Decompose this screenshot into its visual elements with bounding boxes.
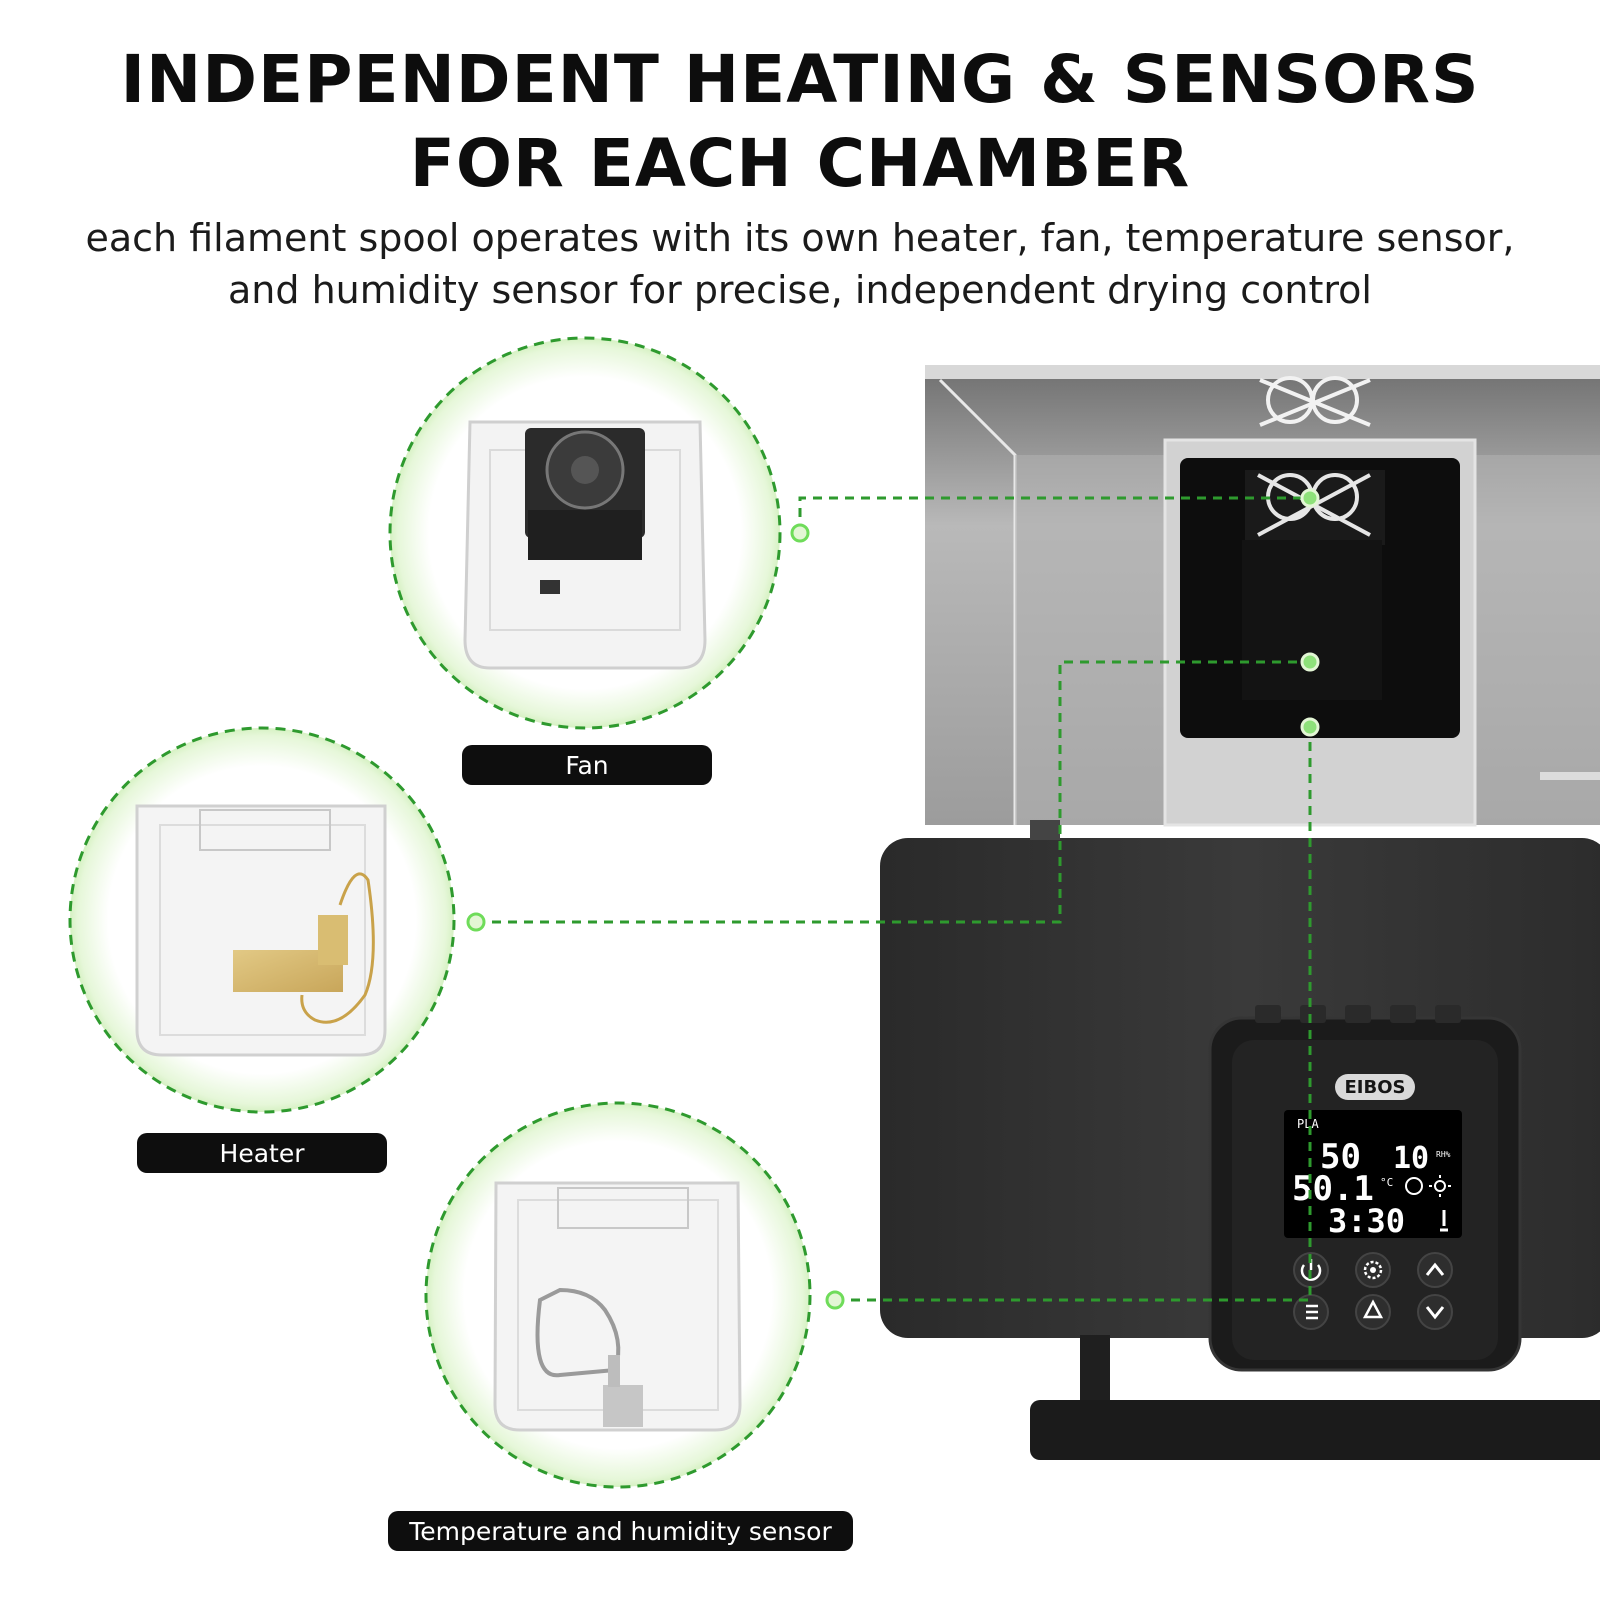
heater-callout [68,726,456,1114]
headline: INDEPENDENT HEATING & SENSORS FOR EACH C… [0,38,1600,206]
lid-top-edge [925,365,1600,379]
fan-callout-ring [388,336,782,730]
up-button[interactable] [1417,1252,1453,1288]
fan-module-icon [463,420,707,670]
brand-logo: EIBOS [1345,1077,1406,1098]
fan-label: Fan [462,745,712,785]
subheadline-line-2: and humidity sensor for precise, indepen… [228,268,1372,312]
heater-label: Heater [137,1133,387,1173]
sensor-label: Temperature and humidity sensor [388,1511,853,1551]
lcd-material: PLA [1297,1117,1319,1131]
lcd-humidity-unit: RH% [1436,1150,1451,1159]
headline-line-2: FOR EACH CHAMBER [409,125,1191,202]
lcd-current-temp: 50.1 [1292,1169,1374,1209]
sensor-callout-ring [424,1101,812,1489]
base-foot [1030,1400,1600,1460]
lcd-temp-unit: °C [1380,1176,1393,1189]
lcd-humidity: 10 [1393,1141,1429,1176]
fan-target-dot [1300,488,1320,508]
sensor-module-icon [493,1181,742,1432]
fan-connector [798,496,1310,533]
fan-duct [1242,540,1382,700]
base-hinge [1030,820,1060,840]
lcd-target-temp: 50 [1320,1137,1361,1177]
subheadline-line-1: each filament spool operates with its ow… [85,216,1515,260]
power-icon [1300,1264,1322,1281]
headline-line-1: INDEPENDENT HEATING & SENSORS [120,41,1480,118]
panel-ridges [1255,1005,1461,1023]
sensor-callout [424,1101,812,1489]
subheadline: each filament spool operates with its ow… [0,212,1600,316]
heater-module-icon [135,804,387,1057]
filament-dryer-device: EIBOS PLA 50 10 RH% 50.1 °C 3:30 [880,365,1600,1460]
lcd-thermo-icon [1440,1210,1448,1232]
recycle-icon [1362,1299,1384,1319]
heater-target-dot [1300,652,1320,672]
settings-button[interactable] [1355,1252,1391,1288]
chevron-down-icon [1425,1306,1445,1320]
menu-button[interactable] [1293,1294,1329,1330]
list-icon [1306,1304,1318,1320]
chevron-up-icon [1425,1262,1445,1276]
lcd-timer: 3:30 [1328,1202,1405,1240]
sensor-anchor-dot [825,1290,845,1310]
fan-grill-upper [1259,376,1371,427]
lcd-screen [1284,1110,1462,1238]
lcd-status-icons [1405,1175,1451,1197]
heater-anchor-dot [466,912,486,932]
gear-icon [1363,1260,1383,1280]
control-panel: EIBOS PLA 50 10 RH% 50.1 °C 3:30 [1208,1005,1522,1372]
heater-connector [476,660,1310,924]
fan-callout [388,336,782,730]
heater-callout-ring [68,726,456,1114]
down-button[interactable] [1417,1294,1453,1330]
fan-anchor-dot [790,523,810,543]
side-latch [1540,772,1600,780]
connector-dots [466,488,1320,1310]
sensor-target-dot [1300,717,1320,737]
recycle-button[interactable] [1355,1294,1391,1330]
sensor-connector [835,727,1312,1302]
connector-lines [476,496,1312,1302]
brand-badge [1335,1074,1415,1100]
